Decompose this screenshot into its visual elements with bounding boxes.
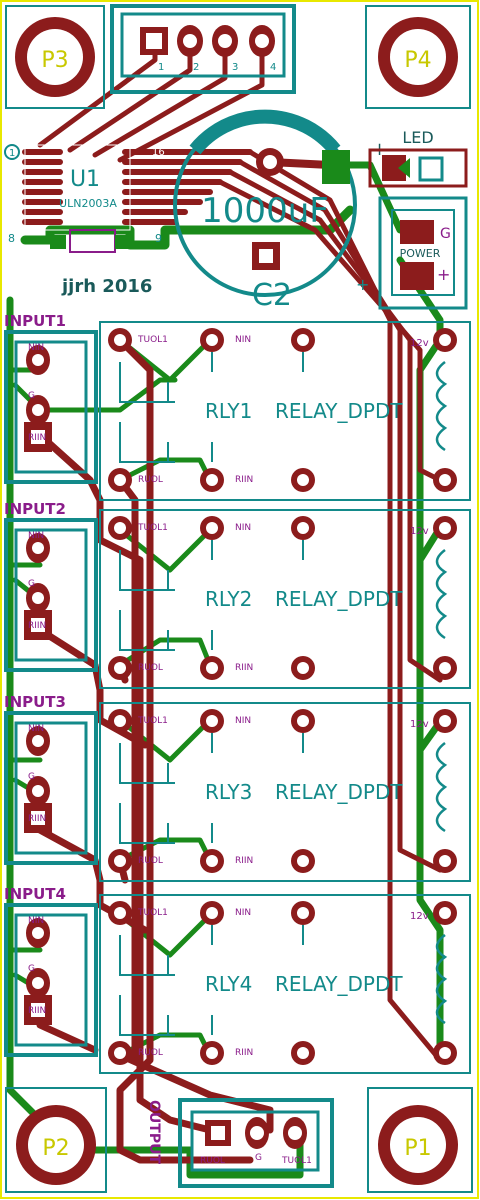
relay-ref: RLY2 (205, 587, 252, 611)
relay-ref: RLY3 (205, 780, 252, 804)
relay-com-top: TUOL1 (137, 523, 168, 533)
output-label: OUTPUT (146, 1100, 162, 1164)
pin1-marker-icon (4, 144, 20, 160)
input-pin-label: G (28, 391, 35, 401)
capacitor-ref: C2 (252, 278, 292, 313)
hole-label-p2: P2 (42, 1136, 69, 1161)
output-pin-2: G (255, 1153, 262, 1163)
relay-com-top: TUOL1 (137, 335, 168, 345)
top-connector: 1 2 3 4 (110, 4, 296, 94)
relay-nc-label: RIIN (235, 663, 253, 673)
capacitor-c2: 1000uF C2 (173, 109, 357, 313)
output-connector: OUTPUT RUOL G TUOL1 (146, 1098, 334, 1188)
power-connector: POWER G + + (356, 196, 468, 310)
ic-pin9-label: 9 (155, 232, 162, 245)
top-pin-label-1: 1 (158, 62, 164, 73)
input-pin-label: G (28, 772, 35, 782)
input-label: INPUT3 (4, 693, 66, 711)
relay-coil-label: 12v (410, 719, 429, 730)
input-pin-label: G (28, 964, 35, 974)
relay-com-bot: RUOL (138, 663, 163, 673)
relay-com-top: TUOL1 (137, 908, 168, 918)
relay-coil-icon (435, 742, 448, 833)
ic-ref-label: U1 (70, 167, 100, 192)
hole-label-p1: P1 (404, 1136, 431, 1161)
input-label: INPUT2 (4, 500, 66, 518)
top-pin-label-4: 4 (270, 62, 276, 73)
relay-value: RELAY_DPDT (275, 587, 403, 611)
led-label: LED (402, 128, 433, 147)
relay-coil-icon (435, 549, 448, 640)
input-pin-label: RIIN (28, 814, 46, 824)
relay-value: RELAY_DPDT (275, 780, 403, 804)
output-pin-3: TUOL1 (281, 1156, 312, 1166)
power-label: POWER (400, 247, 441, 260)
mounting-hole-p1: P1 (367, 1087, 473, 1193)
power-side-plus: + (356, 275, 369, 294)
relay-com-top: TUOL1 (137, 716, 168, 726)
ic-u1: 1 16 8 9 U1 ULN2003A (4, 144, 165, 253)
input-label: INPUT1 (4, 312, 66, 330)
led-diode-icon (398, 158, 410, 178)
relay-nc-label: RIIN (235, 1048, 253, 1058)
relay-no-label: NIN (235, 523, 251, 533)
top-pin-label-3: 3 (232, 62, 238, 73)
top-pin-label-2: 2 (193, 62, 199, 73)
credit-text: jjrh 2016 (61, 276, 152, 297)
ic-pin16-label: 16 (152, 147, 165, 158)
output-pin-1: RUOL (200, 1156, 225, 1166)
input-pin-label: RIIN (28, 1006, 46, 1016)
relay-coil-label: 12v (410, 911, 429, 922)
power-plus: + (437, 265, 450, 284)
relay-coil-label: 12v (410, 338, 429, 349)
input-pin-label: RIIN (28, 621, 46, 631)
relay-no-label: NIN (235, 335, 251, 345)
relay-ref: RLY4 (205, 972, 252, 996)
relay-no-label: NIN (235, 908, 251, 918)
relay-com-bot: RUOL (138, 856, 163, 866)
hole-label-p3: P3 (41, 48, 68, 73)
ic-value-label: ULN2003A (59, 197, 117, 210)
relay-value: RELAY_DPDT (275, 972, 403, 996)
mounting-hole-p2: P2 (5, 1087, 107, 1193)
ic-pin1-label: 1 (9, 148, 15, 159)
relay-ref: RLY1 (205, 399, 252, 423)
relay-nc-label: RIIN (235, 475, 253, 485)
relay-value: RELAY_DPDT (275, 399, 403, 423)
input-label: INPUT4 (4, 885, 66, 903)
capacitor-value: 1000uF (201, 191, 329, 231)
input-pin-label: RIIN (28, 433, 46, 443)
back-copper-layer (6, 161, 449, 1179)
relay-com-bot: RUOL (138, 1048, 163, 1058)
input-pin-label: NIN (28, 724, 44, 734)
relay-coil-icon (435, 934, 448, 1025)
input-pin-label: G (28, 579, 35, 589)
relay-nc-label: RIIN (235, 856, 253, 866)
input-pin-label: NIN (28, 343, 44, 353)
relay-coil-label: 12v (410, 526, 429, 537)
mounting-hole-p4: P4 (365, 5, 471, 109)
hole-label-p4: P4 (404, 48, 431, 73)
relay-com-bot: RUOL (138, 475, 163, 485)
relay-no-label: NIN (235, 716, 251, 726)
mounting-hole-p3: P3 (5, 5, 105, 109)
input-pin-label: NIN (28, 916, 44, 926)
input-pin-label: NIN (28, 531, 44, 541)
led-indicator: LED + (322, 128, 468, 188)
relay-coil-icon (435, 361, 448, 452)
ic-pin8-label: 8 (8, 232, 15, 245)
power-minus: G (440, 226, 451, 242)
